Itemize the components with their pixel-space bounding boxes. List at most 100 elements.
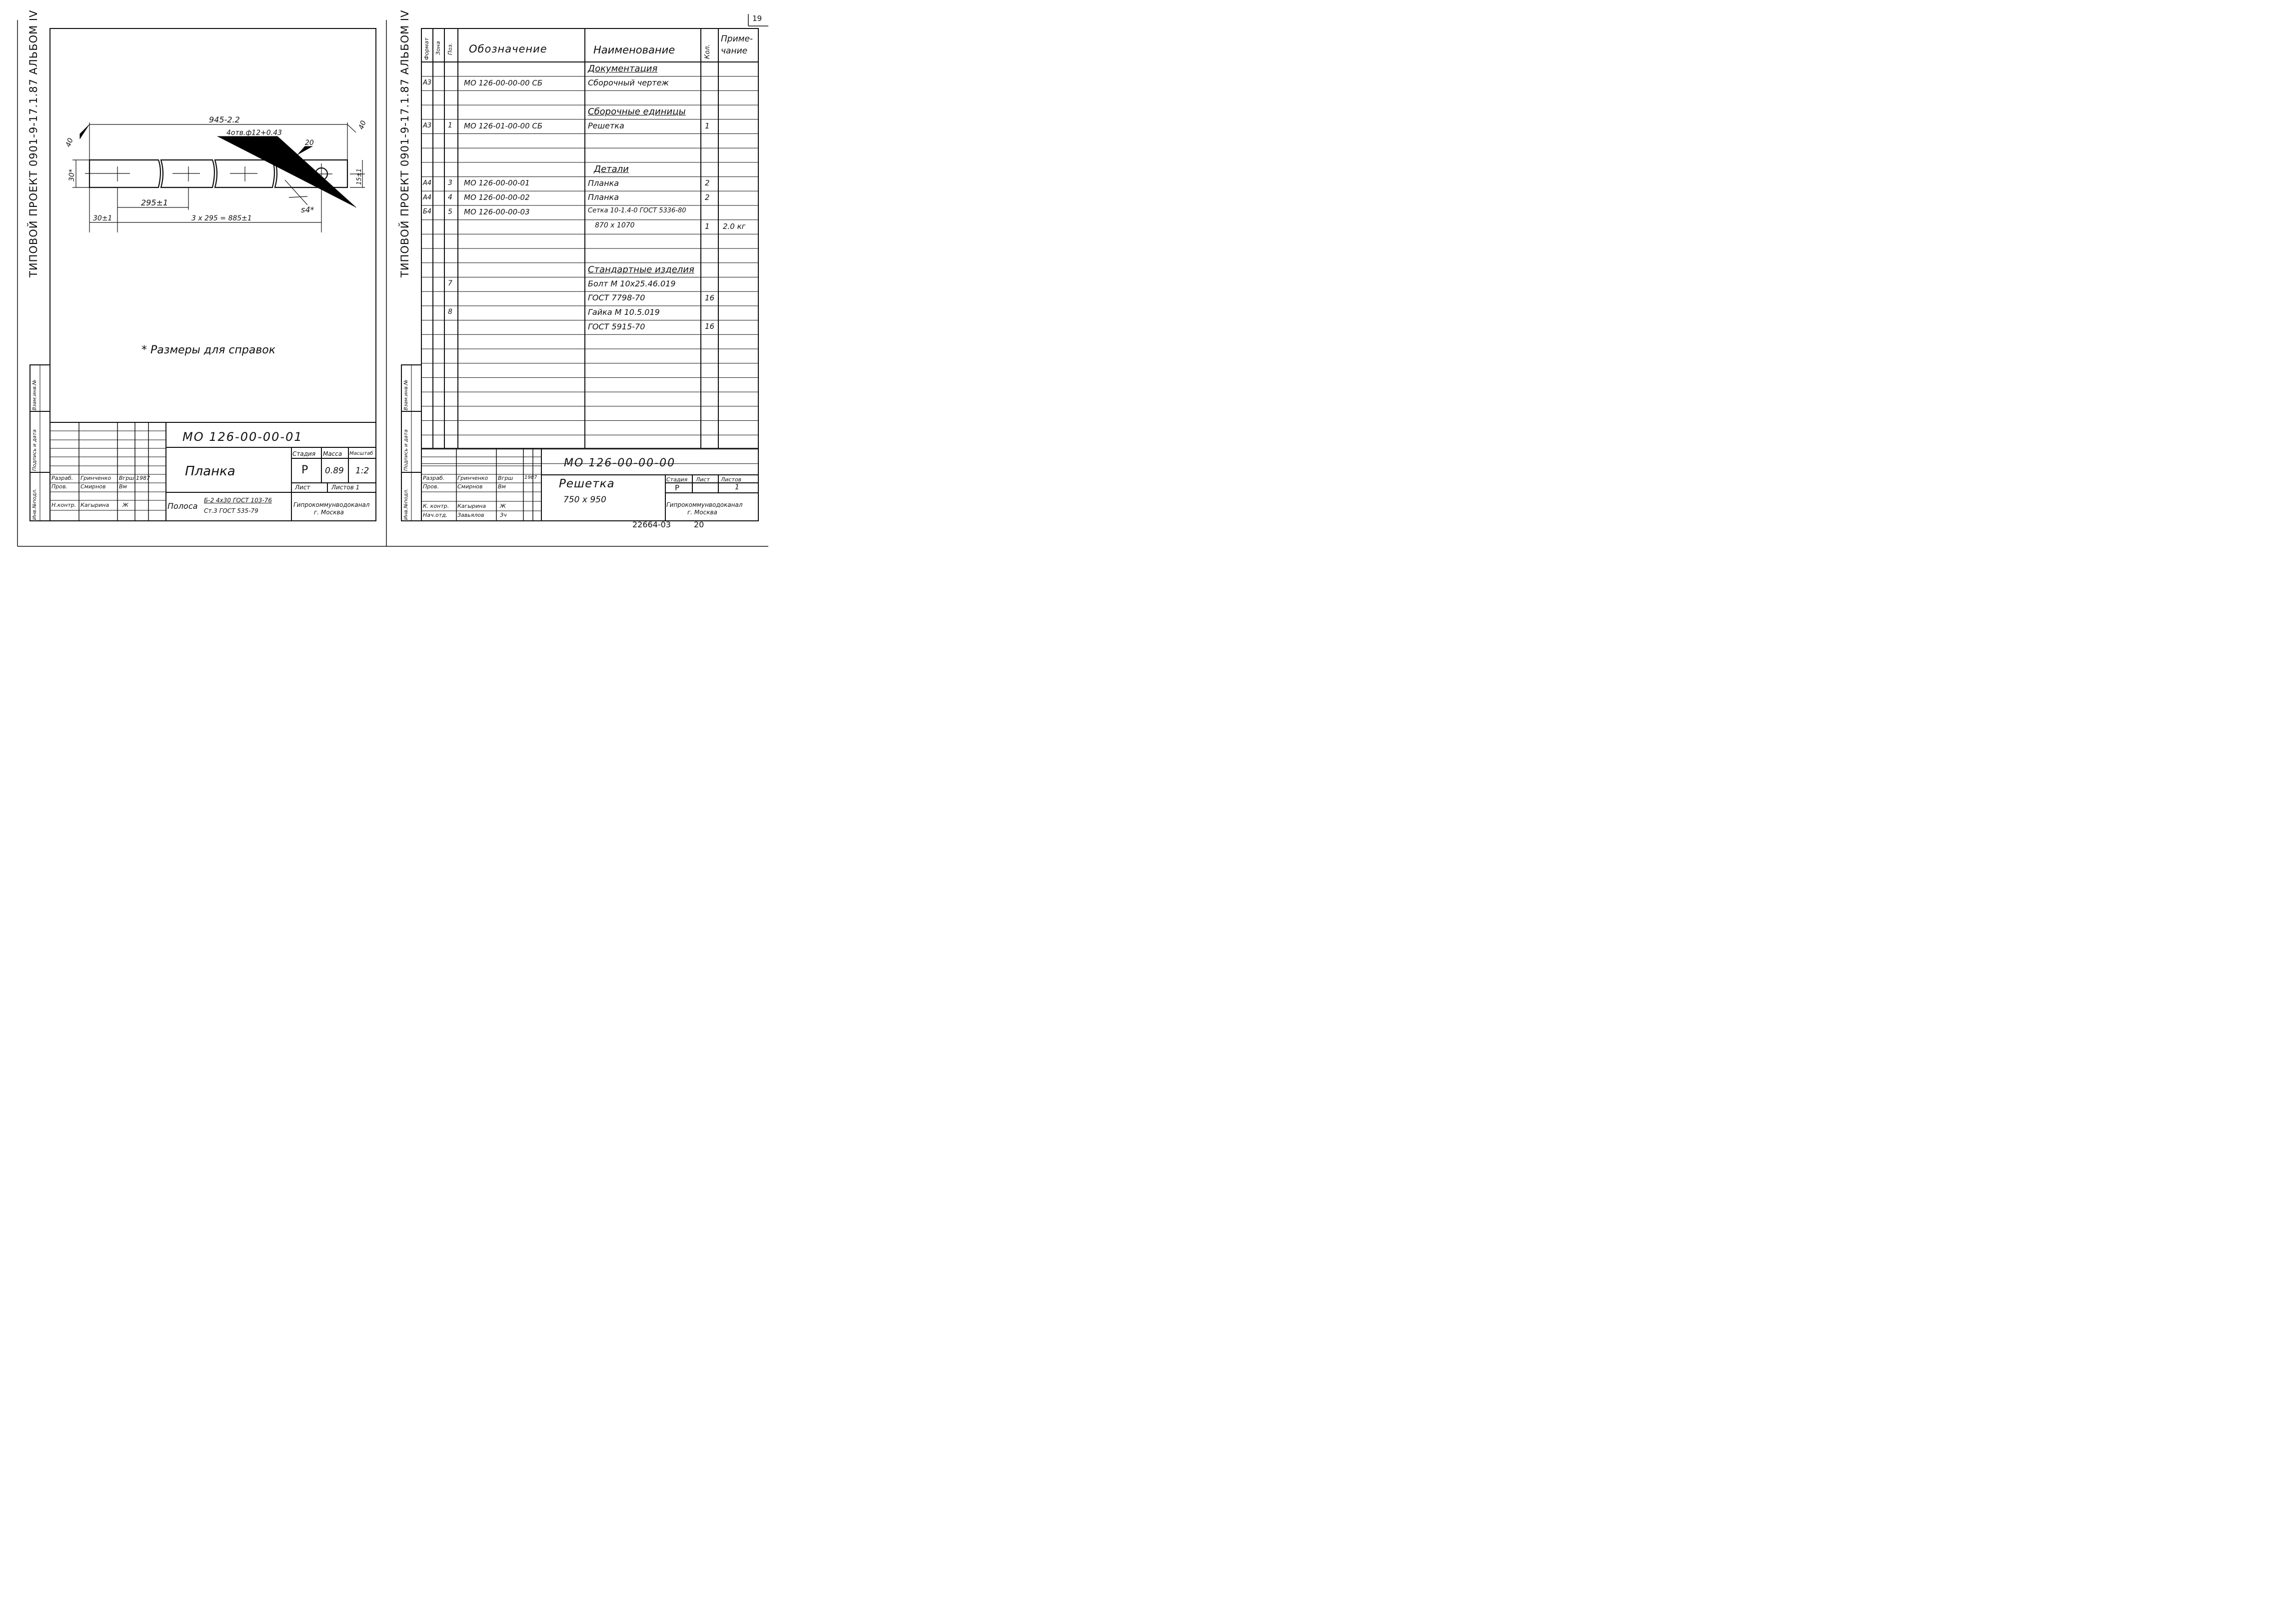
spec-poz: 5 — [448, 207, 452, 216]
dim-20: 20 — [305, 139, 314, 147]
right-staff-name-4: Завьялов — [457, 512, 484, 518]
left-stadia-label: Стадия — [292, 450, 316, 457]
left-staff-name-2: Смирнов — [80, 483, 106, 490]
left-staff-name-1: Гринченко — [80, 475, 111, 481]
left-list-label: Лист — [295, 484, 310, 491]
dim-30-1: 30±1 — [93, 214, 112, 222]
spec-poz: 8 — [448, 308, 452, 316]
right-stadia: Р — [675, 483, 680, 492]
right-side-label: ТИПОВОЙ ПРОЕКТ 0901-9-17.1.87 АЛЬБОМ IV — [399, 9, 411, 277]
spec-header-poz: Поз. — [447, 42, 453, 55]
left-masshtab-label: Масштаб — [349, 451, 373, 456]
left-staff-role-1: Разраб. — [51, 475, 73, 481]
footer-drawing-number: 22664-03 — [632, 520, 671, 529]
left-stadia: Р — [301, 464, 308, 476]
spec-name: Планка — [588, 178, 619, 188]
spec-header-zona: Зона — [435, 41, 441, 55]
left-staff-sign-3: Ж — [122, 502, 128, 508]
left-staff-year-1: 1987 — [136, 475, 150, 481]
spec-name: Сетка 10-1.4-0 ГОСТ 5336-80 — [588, 207, 686, 215]
right-staff-sign-3: Ж — [500, 503, 506, 509]
spec-qty: 1 — [705, 221, 710, 231]
spec-qty: 2 — [705, 178, 710, 188]
left-masshtab: 1:2 — [355, 466, 369, 476]
right-staff-role-3: К. контр. — [423, 503, 449, 509]
left-material-bottom: Ст.3 ГОСТ 535-79 — [204, 507, 258, 514]
right-org-line1: Гипрокоммунводоканал — [666, 501, 743, 508]
spec-header-kol: Кол. — [704, 44, 711, 59]
dim-295: 295±1 — [141, 198, 168, 207]
spec-name: ГОСТ 7798-70 — [588, 293, 645, 303]
spec-designation: МО 126-00-00-02 — [464, 193, 530, 202]
spec-format: А4 — [423, 179, 432, 187]
spec-format: А3 — [423, 122, 432, 130]
left-material-top: Б-2 4x30 ГОСТ 103-76 — [204, 497, 272, 504]
left-stamp-podpis-data: Подпись и дата — [32, 429, 37, 471]
right-stadia-label: Стадия — [666, 476, 688, 483]
reference-note: * Размеры для справок — [141, 344, 276, 356]
right-staff-name-1: Гринченко — [457, 475, 488, 481]
spec-poz: 4 — [448, 193, 452, 201]
left-listov-label: Листов 1 — [331, 484, 360, 491]
left-staff-sign-1: Вгрш — [119, 475, 134, 481]
right-listov: 1 — [735, 483, 739, 491]
page-number: 19 — [752, 14, 762, 23]
right-stamp-inv-podl: Инв.№подл. — [403, 488, 409, 520]
left-massa-label: Масса — [323, 450, 342, 457]
left-stamp-inv-podl: Инв.№подл. — [32, 488, 37, 520]
right-assembly-name: Решетка — [559, 477, 615, 490]
right-stamp-vzam-inv: Взам.инв.№ — [403, 379, 409, 410]
left-staff-sign-2: Вм — [119, 483, 127, 490]
right-designation: МО 126-00-00-00 — [564, 457, 676, 469]
spec-qty: 16 — [705, 293, 715, 303]
left-staff-name-3: Кагырина — [80, 502, 109, 508]
left-staff-role-2: Пров. — [51, 483, 67, 490]
left-org-line2: г. Москва — [314, 509, 344, 516]
spec-note: 2.0 кг — [723, 221, 746, 231]
spec-name: Сборочные единицы — [588, 106, 686, 117]
dim-overall-length: 945-2.2 — [209, 115, 240, 124]
spec-name: ГОСТ 5915-70 — [588, 321, 645, 331]
spec-qty: 16 — [705, 322, 715, 331]
dim-s4: s4* — [301, 205, 314, 214]
spec-header-primechanie-2: чание — [721, 46, 748, 56]
spec-poz: 3 — [448, 179, 452, 187]
plank-segment-1 — [88, 159, 161, 188]
right-staff-name-3: Кагырина — [457, 503, 486, 509]
spec-name: Стандартные изделия — [588, 264, 694, 275]
spec-format: А4 — [423, 193, 432, 201]
spec-designation: МО 126-00-00-00 СБ — [464, 78, 543, 87]
spec-designation: МО 126-00-00-01 — [464, 178, 530, 188]
right-staff-year-1: 1987 — [524, 475, 537, 480]
right-staff-sign-4: Зч — [500, 512, 507, 518]
spec-format: А3 — [423, 78, 432, 86]
spec-poz: 7 — [448, 279, 452, 288]
dim-40-left: 40 — [64, 137, 75, 148]
right-staff-sign-1: Вгрш — [498, 475, 513, 481]
spec-name: Документация — [588, 63, 658, 74]
spec-designation: МО 126-01-00-00 СБ — [464, 121, 543, 130]
left-stamp-vzam-inv: Взам.инв.№ — [32, 379, 37, 410]
spec-format: Б4 — [423, 208, 432, 216]
right-staff-sign-2: Вм — [498, 483, 506, 490]
spec-qty: 1 — [705, 121, 710, 130]
drawing-frame-lines — [17, 14, 768, 547]
right-assembly-size: 750 x 950 — [563, 495, 606, 505]
spec-header-primechanie-1: Приме- — [721, 34, 753, 44]
dim-holes: 4отв.ф12+0.43 — [226, 129, 282, 137]
spec-header-format: Формат — [423, 37, 430, 60]
plank-segment-2 — [160, 159, 215, 188]
footer-sheet-number: 20 — [694, 520, 704, 529]
left-org-line1: Гипрокоммунводоканал — [293, 501, 370, 508]
spec-name: Планка — [588, 192, 619, 202]
right-org-line2: г. Москва — [687, 509, 717, 516]
left-part-name: Планка — [185, 464, 235, 479]
left-staff-role-3: Н.контр. — [51, 502, 76, 508]
dim-885: 3 x 295 = 885±1 — [191, 214, 252, 222]
left-designation: МО 126-00-00-01 — [182, 430, 303, 444]
right-staff-role-4: Нач.отд. — [423, 512, 448, 518]
right-staff-name-2: Смирнов — [457, 483, 483, 490]
dim-30-star: 30* — [68, 169, 76, 181]
spec-name: Болт М 10x25.46.019 — [588, 278, 676, 288]
left-massa: 0.89 — [325, 466, 344, 476]
